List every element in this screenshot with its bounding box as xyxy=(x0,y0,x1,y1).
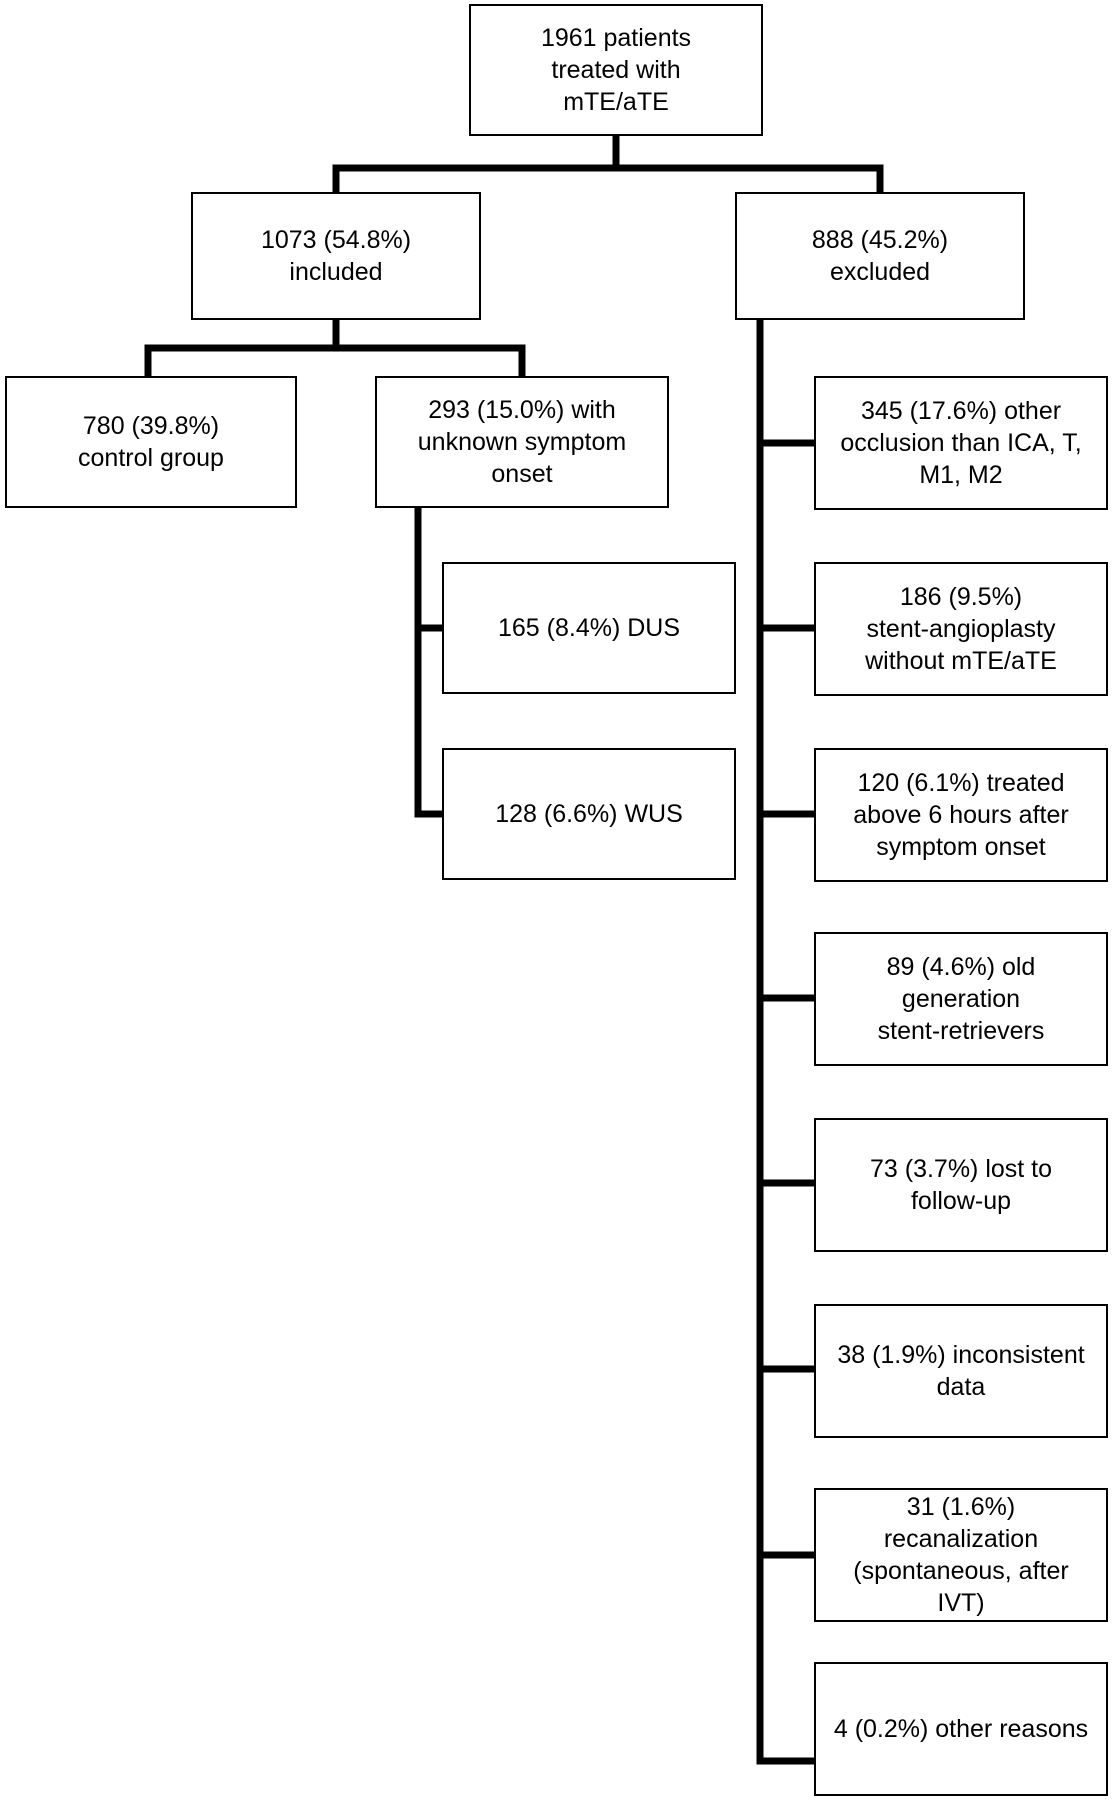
exclusion-reason-label: 186 (9.5%) stent-angioplasty without mTE… xyxy=(865,583,1057,675)
exclusion-reason-box: 186 (9.5%) stent-angioplasty without mTE… xyxy=(814,562,1108,696)
exclusion-reason-box: 31 (1.6%) recanalization (spontaneous, a… xyxy=(814,1488,1108,1622)
exclusion-reason-box: 38 (1.9%) inconsistent data xyxy=(814,1304,1108,1438)
root-label: 1961 patients treated with mTE/aTE xyxy=(540,24,692,116)
exclusion-reason-box: 345 (17.6%) other occlusion than ICA, T,… xyxy=(814,376,1108,510)
control-group-label: 780 (39.8%) control group xyxy=(78,412,224,472)
excluded-box: 888 (45.2%) excluded xyxy=(735,192,1025,320)
exclusion-reason-label: 89 (4.6%) old generation stent-retriever… xyxy=(877,953,1045,1045)
dus-label: 165 (8.4%) DUS xyxy=(497,614,681,642)
exclusion-reason-box: 89 (4.6%) old generation stent-retriever… xyxy=(814,932,1108,1066)
root-box: 1961 patients treated with mTE/aTE xyxy=(469,4,763,136)
exclusion-reason-label: 31 (1.6%) recanalization (spontaneous, a… xyxy=(853,1493,1069,1617)
included-label: 1073 (54.8%) included xyxy=(260,226,412,286)
unknown-onset-box: 293 (15.0%) with unknown symptom onset xyxy=(375,376,669,508)
exclusion-reason-label: 4 (0.2%) other reasons xyxy=(833,1715,1089,1743)
wus-label: 128 (6.6%) WUS xyxy=(495,800,683,828)
exclusion-reason-box: 4 (0.2%) other reasons xyxy=(814,1662,1108,1796)
exclusion-reason-label: 120 (6.1%) treated above 6 hours after s… xyxy=(853,769,1069,861)
exclusion-reason-label: 73 (3.7%) lost to follow-up xyxy=(869,1155,1053,1215)
control-group-box: 780 (39.8%) control group xyxy=(5,376,297,508)
exclusion-reason-box: 73 (3.7%) lost to follow-up xyxy=(814,1118,1108,1252)
included-box: 1073 (54.8%) included xyxy=(191,192,481,320)
exclusion-reason-label: 38 (1.9%) inconsistent data xyxy=(837,1341,1085,1401)
excluded-label: 888 (45.2%) excluded xyxy=(811,226,949,286)
unknown-onset-label: 293 (15.0%) with unknown symptom onset xyxy=(417,396,627,488)
wus-box: 128 (6.6%) WUS xyxy=(442,748,736,880)
exclusion-reason-label: 345 (17.6%) other occlusion than ICA, T,… xyxy=(840,397,1082,489)
dus-box: 165 (8.4%) DUS xyxy=(442,562,736,694)
exclusion-reason-box: 120 (6.1%) treated above 6 hours after s… xyxy=(814,748,1108,882)
